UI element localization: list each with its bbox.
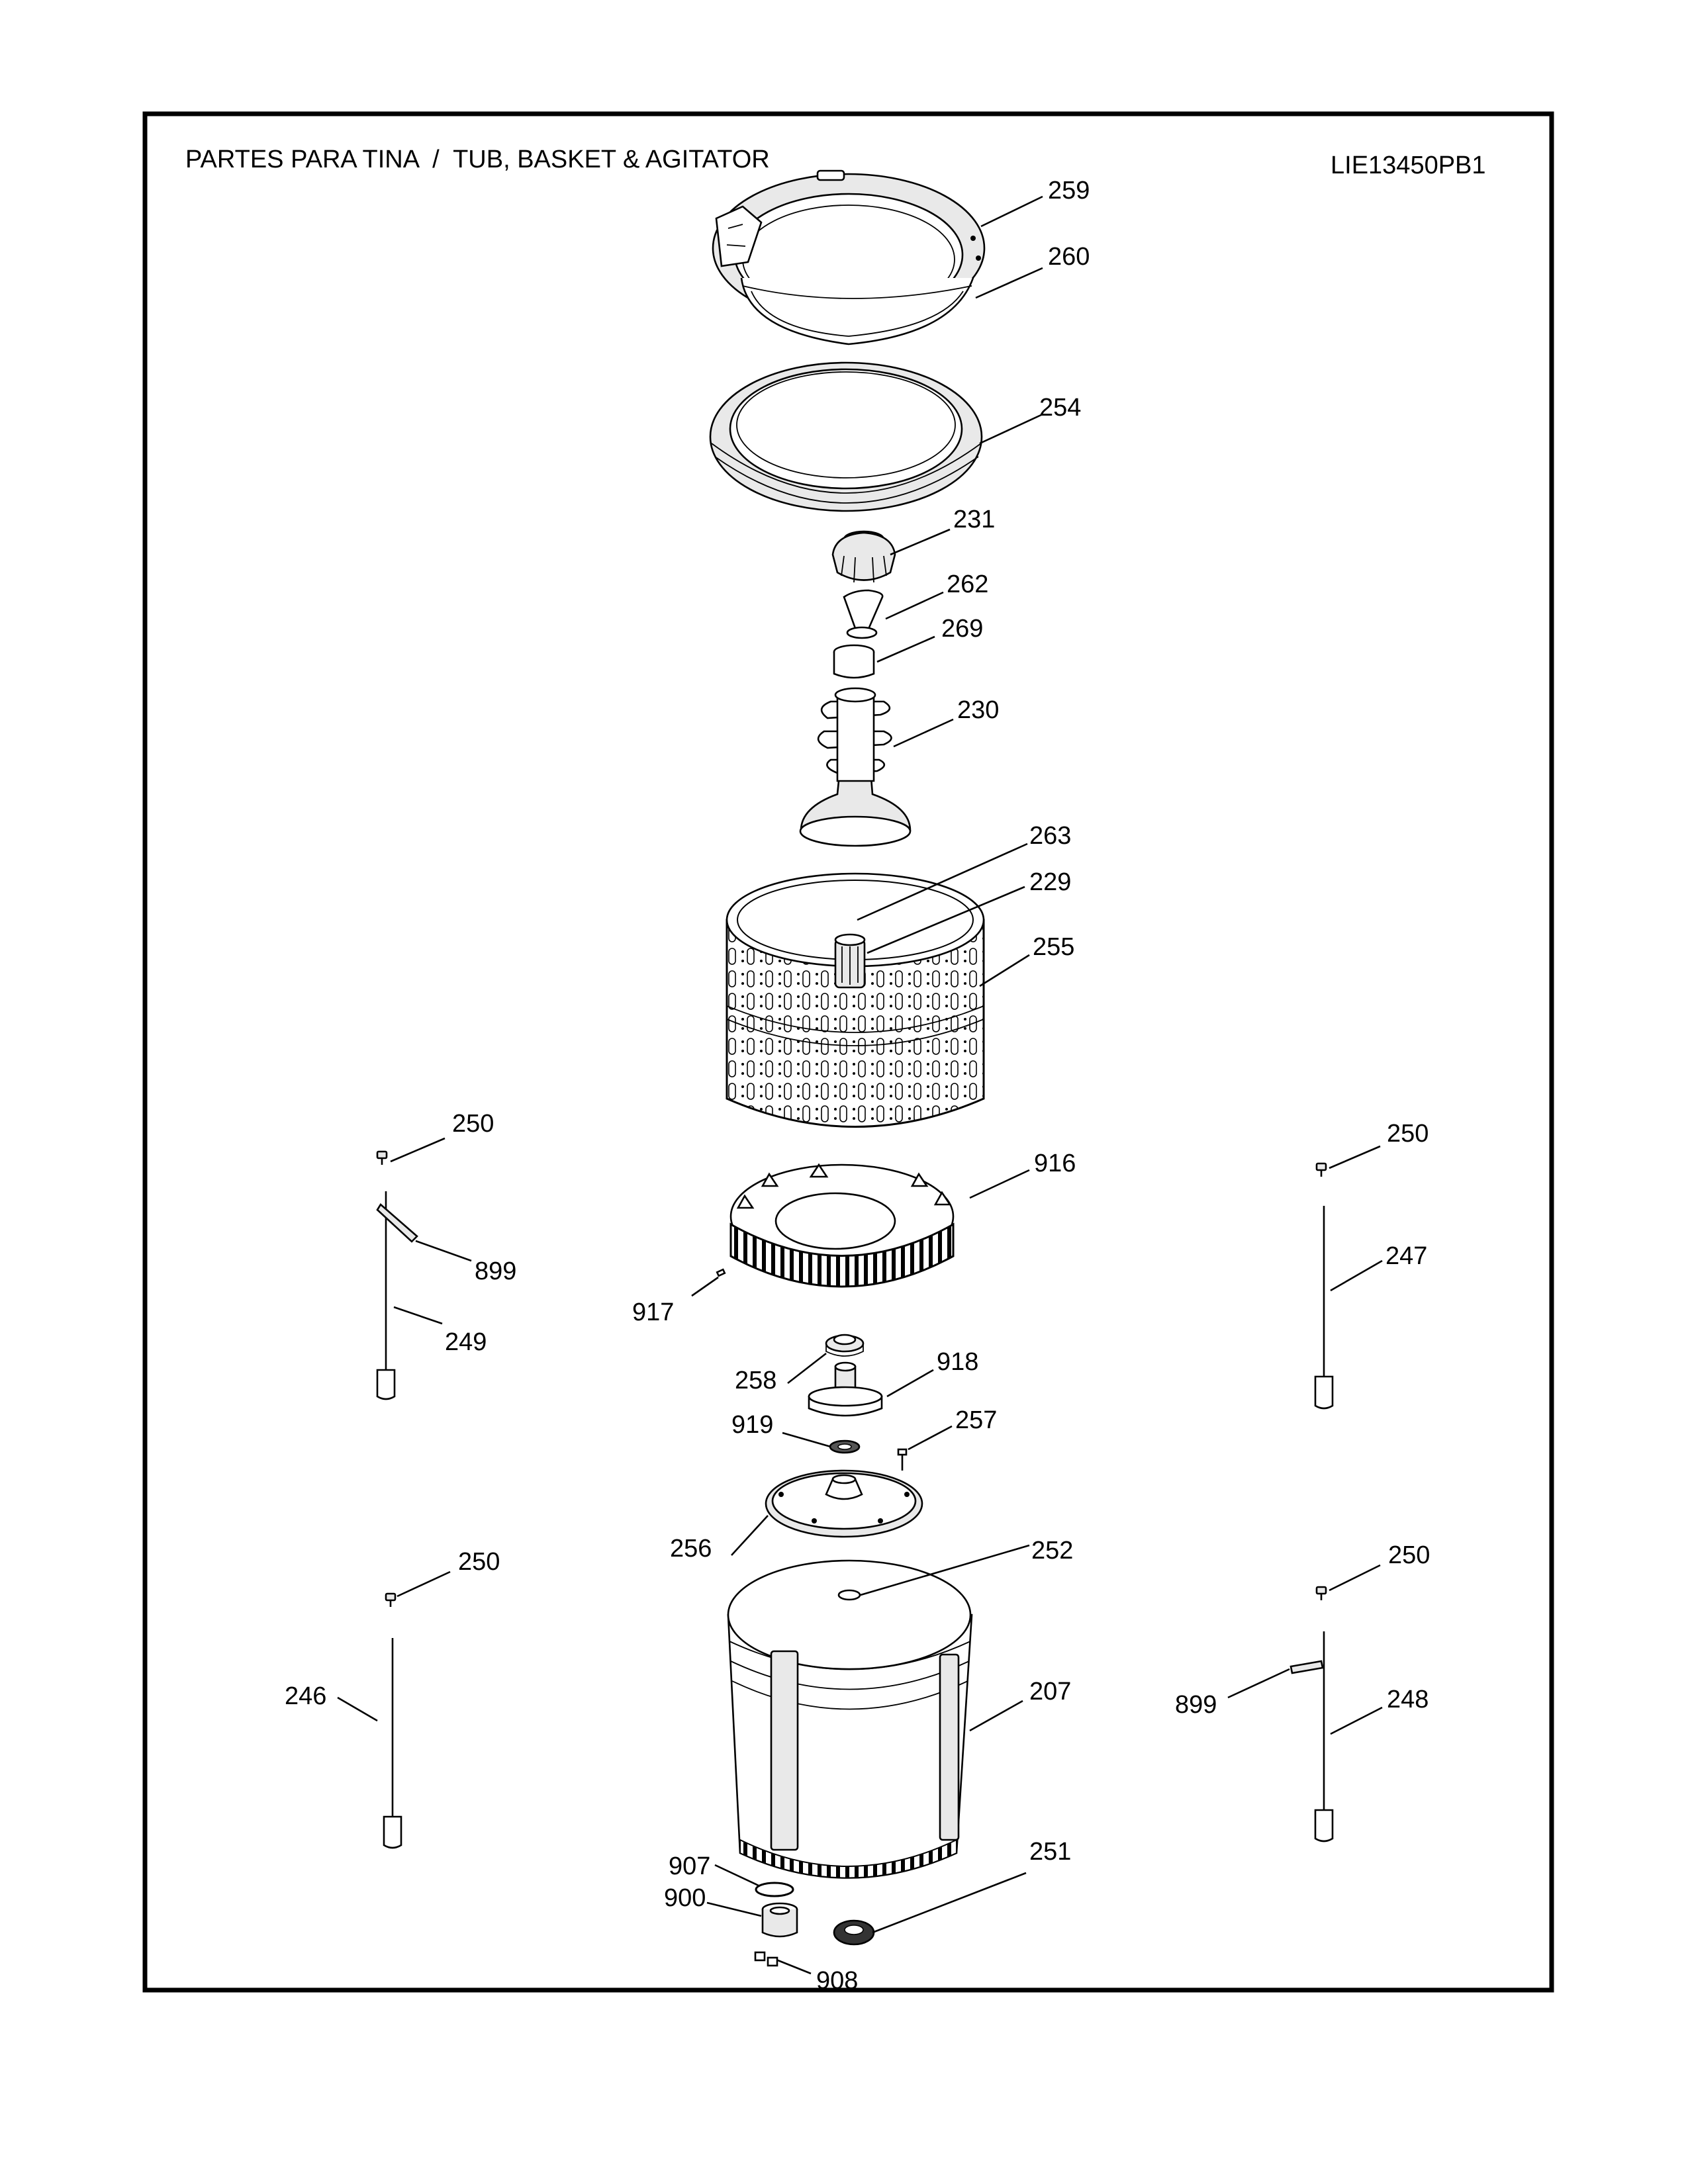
callout-labels: 259 260 254 231 262 269 230 263 229 255 … [285, 177, 1430, 1995]
callout-246: 246 [285, 1682, 326, 1710]
shaft-hub [808, 1361, 883, 1417]
shaft-seal [829, 1439, 861, 1454]
outer-tub [727, 1559, 973, 1879]
agitator-auger [799, 687, 912, 847]
tub-bearing [833, 1919, 875, 1946]
callout-917: 917 [632, 1298, 674, 1326]
callout-908: 908 [816, 1967, 858, 1995]
tub-cover-seal [740, 277, 974, 345]
callout-907: 907 [669, 1852, 710, 1880]
diagram-title: PARTES PARA TINA / TUB, BASKET & AGITATO… [185, 146, 770, 173]
callout-250-lower-right: 250 [1388, 1541, 1430, 1569]
callout-254: 254 [1039, 394, 1081, 422]
callout-260: 260 [1048, 243, 1090, 271]
callout-250-upper-left: 250 [452, 1110, 494, 1138]
suspension-rod-249 [376, 1150, 418, 1400]
suspension-rod-248 [1289, 1586, 1334, 1843]
callout-250-lower-left: 250 [458, 1548, 500, 1576]
suspension-rod-247 [1314, 1162, 1334, 1410]
mounting-screw [897, 1448, 908, 1471]
flange-plate [765, 1469, 923, 1538]
small-screw [716, 1268, 726, 1277]
balance-ring [709, 361, 983, 512]
agitator-cap [831, 530, 896, 583]
agitator-cone [843, 589, 884, 639]
callout-916: 916 [1034, 1150, 1076, 1177]
callout-255: 255 [1033, 933, 1074, 961]
callout-259: 259 [1048, 177, 1090, 205]
callout-207: 207 [1029, 1678, 1071, 1706]
callout-900: 900 [664, 1884, 706, 1912]
diagram-border [142, 111, 1554, 1993]
callout-258: 258 [735, 1367, 776, 1394]
hub-nut [825, 1334, 865, 1357]
callout-269: 269 [941, 615, 983, 643]
drain-clips [754, 1951, 778, 1967]
drain-boot [761, 1902, 798, 1938]
callout-230: 230 [957, 696, 999, 724]
drain-o-ring [755, 1882, 794, 1897]
callout-231: 231 [953, 506, 995, 533]
callout-919: 919 [731, 1411, 773, 1439]
callout-256: 256 [670, 1535, 712, 1563]
callout-257: 257 [955, 1406, 997, 1434]
callout-899-left: 899 [475, 1257, 516, 1285]
callout-262: 262 [947, 570, 988, 598]
callout-263: 263 [1029, 822, 1071, 850]
model-number: LIE13450PB1 [1331, 152, 1486, 179]
callout-918: 918 [937, 1348, 978, 1376]
agitator-bushing [833, 644, 875, 679]
callout-899-right: 899 [1175, 1691, 1217, 1719]
callout-249: 249 [445, 1328, 487, 1356]
basket-drive-hub [834, 933, 866, 989]
callout-229: 229 [1029, 868, 1071, 896]
callout-251: 251 [1029, 1838, 1071, 1866]
wash-basket [726, 872, 985, 1128]
callout-248: 248 [1387, 1686, 1429, 1713]
leader-lines [337, 195, 1383, 1975]
callout-247: 247 [1385, 1242, 1427, 1270]
suspension-rod-246 [383, 1592, 402, 1849]
callout-250-upper-right: 250 [1387, 1120, 1429, 1148]
callout-252: 252 [1031, 1537, 1073, 1565]
basket-base [729, 1163, 955, 1288]
